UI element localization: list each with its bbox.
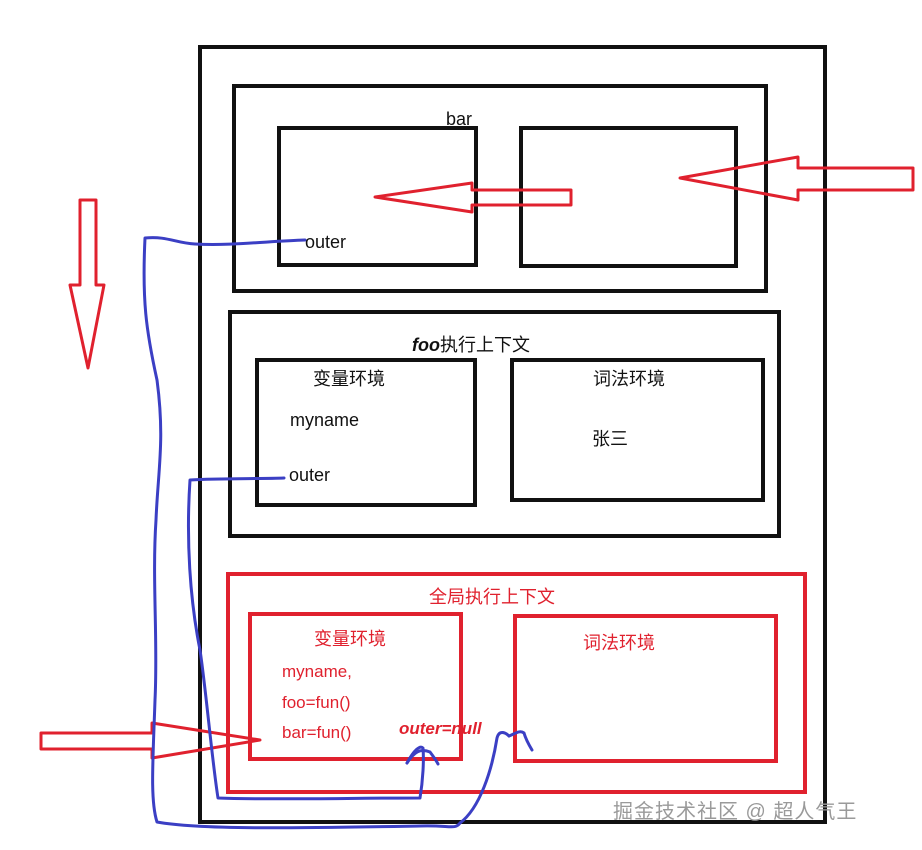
- foo-lexical-env-box: [510, 358, 765, 502]
- scope-chain-line-bar-outer: [142, 236, 511, 830]
- left-arrow-into-bar-lexical-icon: [678, 155, 915, 202]
- foo-context-title-italic: foo: [412, 335, 440, 355]
- scope-chain-arrowhead-right: [507, 730, 534, 752]
- foo-context-title-rest: 执行上下文: [439, 335, 530, 355]
- down-arrow-icon: [68, 198, 106, 370]
- foo-variable-env-item-myname: myname: [290, 410, 360, 430]
- bar-context-box: [232, 84, 768, 293]
- global-variable-env-item-bar: bar=fun(): [282, 723, 352, 742]
- global-variable-env-title: 变量环境: [314, 629, 386, 649]
- bar-variable-env-box: [277, 126, 478, 267]
- left-arrow-bar-internal-icon: [373, 181, 573, 214]
- foo-context-box: [228, 310, 781, 538]
- foo-context-title: foo执行上下文: [412, 336, 530, 354]
- foo-variable-env-item-outer: outer: [289, 465, 331, 485]
- foo-lexical-env-item-zhangsan: 张三: [592, 429, 628, 449]
- global-lexical-env-title: 词法环境: [583, 633, 655, 653]
- watermark-text: 掘金技术社区 @ 超人气王: [613, 801, 858, 823]
- global-context-box: [226, 572, 807, 794]
- foo-variable-env-box: [255, 358, 477, 507]
- scope-chain-line-foo-outer: [186, 476, 425, 801]
- foo-variable-env-title: 变量环境: [313, 369, 385, 389]
- global-variable-env-item-myname: myname,: [282, 662, 352, 681]
- global-context-title: 全局执行上下文: [429, 587, 555, 607]
- global-variable-env-item-foo: foo=fun(): [282, 693, 351, 712]
- global-outer-null-label: outer=null: [399, 719, 482, 738]
- global-lexical-env-box: [513, 614, 778, 763]
- call-stack-frame: [198, 45, 827, 824]
- global-variable-env-box: [248, 612, 463, 761]
- bar-outer-label: outer: [305, 232, 347, 252]
- right-arrow-into-global-icon: [39, 721, 262, 760]
- bar-lexical-env-box: [519, 126, 738, 268]
- foo-lexical-env-title: 词法环境: [593, 369, 665, 389]
- scope-chain-arrowhead-left: [405, 748, 440, 766]
- bar-context-title: bar: [446, 109, 473, 129]
